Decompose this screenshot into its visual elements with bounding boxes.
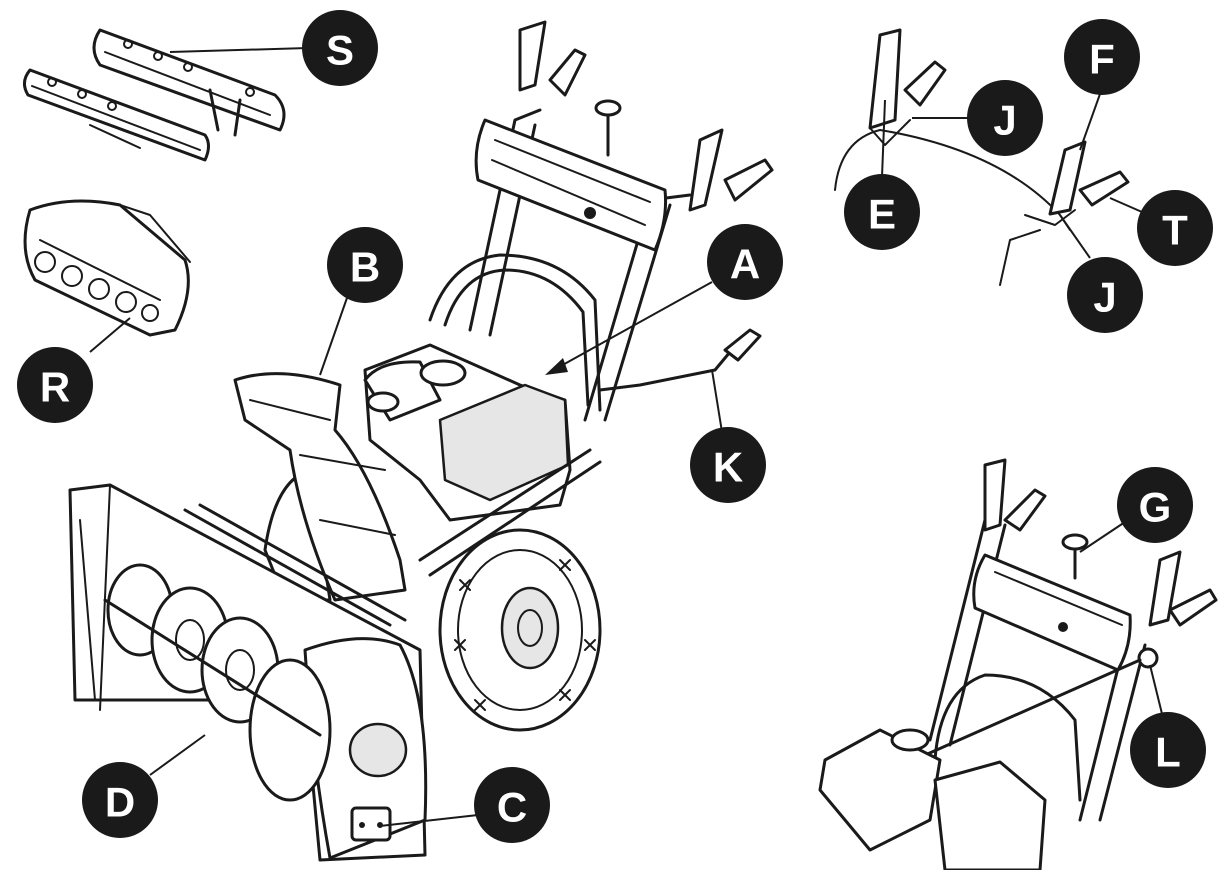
callout-j-bottom-letter: J — [1093, 274, 1116, 321]
leader-lines — [89, 47, 1165, 827]
leader-c — [379, 814, 479, 827]
leader-j-bottom — [1059, 214, 1091, 259]
callout-g-letter: G — [1139, 484, 1172, 531]
callout-g: G — [1117, 467, 1193, 543]
callout-a-letter: A — [730, 241, 760, 288]
callout-j-top-letter: J — [993, 97, 1016, 144]
drift-cutters-illustration — [23, 28, 286, 162]
leader-d — [149, 734, 206, 776]
light-bar-illustration — [23, 199, 191, 337]
callout-e-letter: E — [868, 191, 896, 238]
leader-r — [89, 317, 131, 353]
callout-e: E — [844, 174, 920, 250]
leader-s — [169, 47, 309, 53]
handle-controls-inset-top — [834, 28, 1130, 286]
callout-l: L — [1130, 712, 1206, 788]
callout-c: C — [474, 767, 550, 843]
handle-controls-inset-bottom — [818, 458, 1218, 870]
callout-s: S — [302, 10, 378, 86]
callout-j-bottom: J — [1067, 257, 1143, 333]
callout-d: D — [82, 762, 158, 838]
callout-j-top: J — [967, 80, 1043, 156]
leader-g — [1079, 519, 1129, 553]
callout-f: F — [1064, 19, 1140, 95]
leader-t — [1109, 197, 1143, 213]
callout-k: K — [690, 427, 766, 503]
callout-b: B — [327, 227, 403, 303]
leader-f — [1079, 93, 1101, 151]
callout-a: A — [707, 224, 783, 300]
callout-r-letter: R — [40, 364, 70, 411]
callout-r: R — [17, 347, 93, 423]
callout-t: T — [1137, 190, 1213, 266]
callout-l-letter: L — [1155, 729, 1181, 776]
leader-a — [549, 281, 713, 373]
leader-e — [881, 99, 886, 178]
callout-k-letter: K — [713, 444, 743, 491]
callout-t-letter: T — [1162, 207, 1188, 254]
callout-s-letter: S — [326, 27, 354, 74]
callout-b-letter: B — [350, 244, 380, 291]
callout-f-letter: F — [1089, 36, 1115, 83]
leader-l — [1149, 664, 1165, 723]
callout-c-letter: C — [497, 784, 527, 831]
callout-d-letter: D — [105, 779, 135, 826]
leader-a-arrowhead — [545, 358, 568, 375]
leader-k — [711, 369, 723, 433]
snowblower-main-illustration — [68, 20, 774, 862]
leader-b — [319, 294, 349, 376]
